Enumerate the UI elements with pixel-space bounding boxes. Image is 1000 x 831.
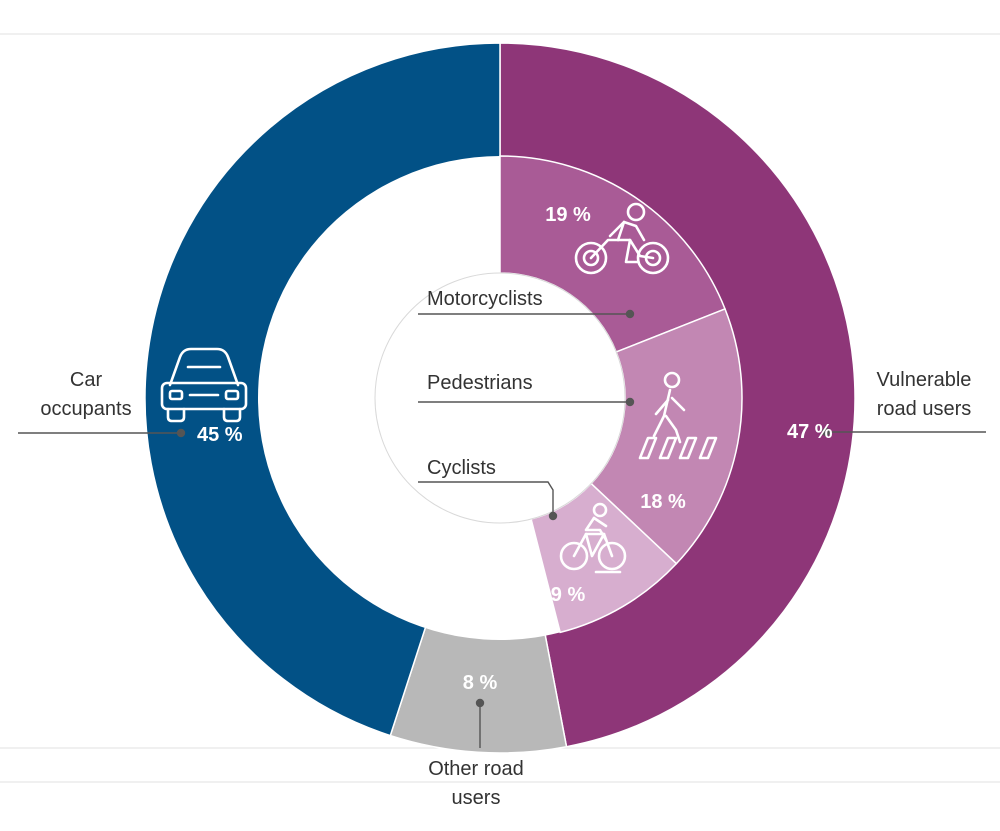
label-other-road-users: Other road (428, 758, 524, 780)
donut-hole (374, 272, 626, 524)
value-label-car-occupants: 45 % (197, 424, 243, 446)
leader-dot (548, 511, 558, 521)
inner-white-band (257, 156, 561, 640)
value-label-other-road-users: 8 % (463, 672, 498, 694)
cyclist-icon (559, 502, 627, 574)
label-car-occupants-2: occupants (40, 398, 131, 420)
value-label-pedestrians: 18 % (640, 491, 686, 513)
label-vulnerable-road-users: Vulnerable (877, 369, 972, 391)
car-icon (160, 347, 248, 423)
value-label-motorcyclists: 19 % (545, 204, 591, 226)
label-vulnerable-road-users-2: road users (877, 398, 972, 420)
label-cyclists: Cyclists (427, 457, 496, 479)
label-other-road-users-2: users (452, 787, 501, 809)
label-motorcyclists: Motorcyclists (427, 288, 543, 310)
label-pedestrians: Pedestrians (427, 372, 533, 394)
pedestrian-icon (638, 371, 718, 460)
label-car-occupants: Car (70, 369, 103, 391)
leader-dot (625, 309, 635, 319)
leader-dot (625, 397, 635, 407)
motorcyclist-icon (574, 202, 670, 275)
value-label-cyclists: 9 % (551, 584, 586, 606)
value-label-vulnerable-road-users: 47 % (787, 421, 833, 443)
leader-line (418, 481, 554, 516)
